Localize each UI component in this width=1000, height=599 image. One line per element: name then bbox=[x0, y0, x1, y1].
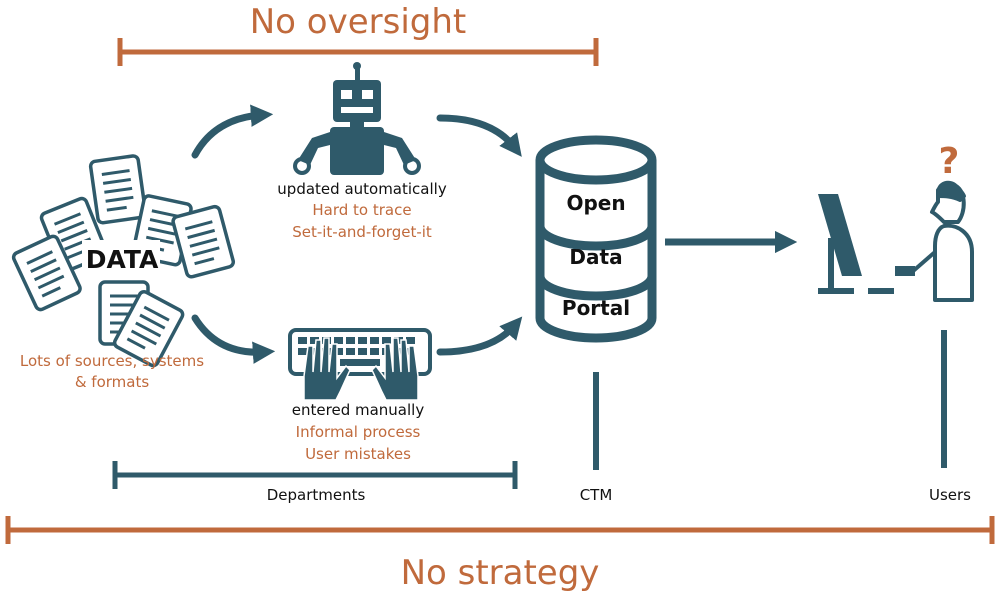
sources-caption-line1: Lots of sources, systems bbox=[20, 352, 204, 370]
automatic-issue-trace: Hard to trace bbox=[312, 201, 411, 219]
arrow-icon bbox=[436, 114, 522, 157]
arrow-icon bbox=[436, 316, 523, 356]
user-icon bbox=[895, 180, 974, 302]
robot-icon bbox=[293, 62, 421, 175]
departments-bracket bbox=[112, 461, 518, 489]
strategy-bracket bbox=[5, 516, 995, 544]
oversight-bracket bbox=[117, 38, 599, 66]
question-mark-icon: ? bbox=[939, 141, 960, 182]
manual-issue-mistakes: User mistakes bbox=[305, 445, 411, 463]
document-icon bbox=[88, 153, 148, 226]
arrow-icon bbox=[191, 314, 276, 364]
data-documents-cluster bbox=[10, 153, 237, 370]
portal-word-data: Data bbox=[569, 245, 622, 269]
portal-word-open: Open bbox=[566, 191, 625, 215]
manual-issue-informal: Informal process bbox=[296, 423, 421, 441]
no-oversight-label: No oversight bbox=[250, 2, 466, 42]
no-strategy-label: No strategy bbox=[401, 553, 600, 593]
ctm-label: CTM bbox=[580, 486, 613, 504]
users-label: Users bbox=[929, 486, 971, 504]
hands-icon bbox=[303, 337, 419, 401]
automatic-issue-forget: Set-it-and-forget-it bbox=[292, 223, 432, 241]
sources-caption-line2: & formats bbox=[75, 373, 150, 391]
portal-word-portal: Portal bbox=[562, 296, 630, 320]
monitor-icon bbox=[818, 194, 894, 294]
data-label: DATA bbox=[86, 245, 159, 274]
database-icon bbox=[535, 135, 657, 343]
document-icon bbox=[170, 203, 237, 280]
manual-title: entered manually bbox=[292, 401, 425, 419]
arrow-icon bbox=[191, 104, 274, 159]
departments-label: Departments bbox=[267, 486, 366, 504]
automatic-title: updated automatically bbox=[277, 180, 447, 198]
